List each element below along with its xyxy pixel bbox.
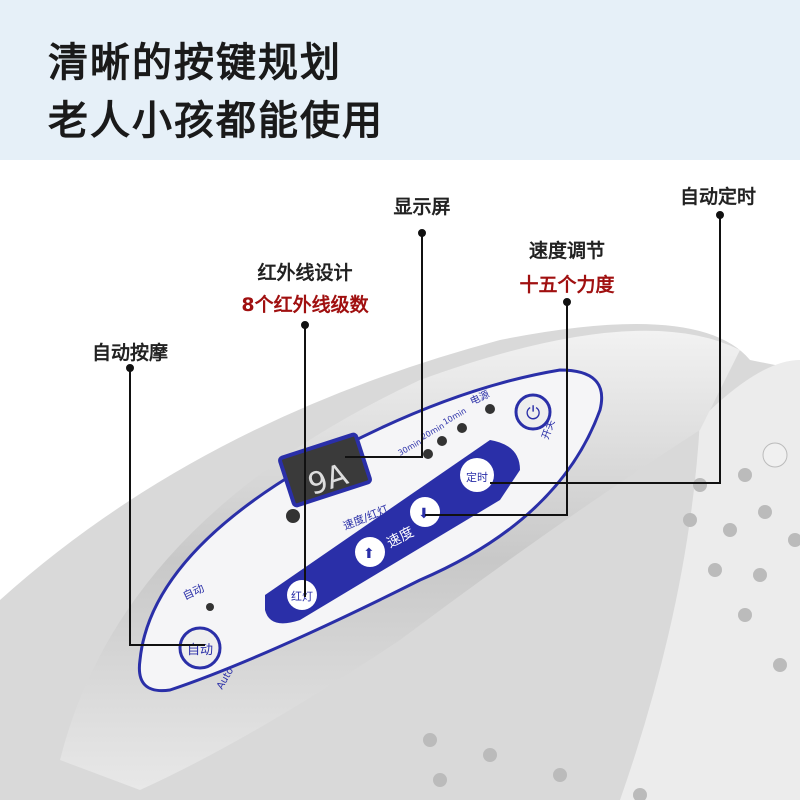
- product-photo: 9A ⏻ 定时 ⬇ ⬆ 速度 速度/红灯 30min 20min 10min 电…: [0, 160, 800, 800]
- callout-speed-sub: 十五个力度: [519, 274, 615, 296]
- callout-lines: [126, 211, 724, 646]
- headline-line-1: 清晰的按键规划: [48, 40, 342, 86]
- auto-button[interactable]: [178, 626, 222, 670]
- headline-line-2: 老人小孩都能使用: [48, 98, 384, 144]
- callout-display: 显示屏: [393, 196, 451, 218]
- arrow-down-icon: ⬇: [418, 506, 430, 522]
- timer-button[interactable]: [460, 458, 494, 492]
- svg-text:定时: 定时: [466, 470, 488, 484]
- callout-infrared-title: 红外线设计: [257, 262, 353, 284]
- callout-timer: 自动定时: [679, 186, 757, 208]
- arrow-up-icon: ⬆: [363, 546, 375, 562]
- svg-text:自动: 自动: [187, 643, 213, 658]
- power-icon[interactable]: ⏻: [526, 403, 540, 424]
- svg-text:红灯: 红灯: [291, 590, 313, 603]
- speed-band: [265, 440, 520, 624]
- callout-infrared-sub: 8个红外线级数: [241, 294, 369, 316]
- speed-up-button[interactable]: [355, 537, 385, 567]
- speed-down-button[interactable]: [410, 497, 440, 527]
- headline-banner: 清晰的按键规划 老人小孩都能使用: [0, 0, 800, 160]
- red-light-button[interactable]: [287, 580, 317, 610]
- callout-speed-title: 速度调节: [528, 240, 606, 262]
- massage-nodes: [423, 468, 800, 800]
- basin-right: [620, 360, 800, 800]
- callout-auto: 自动按摩: [91, 342, 169, 364]
